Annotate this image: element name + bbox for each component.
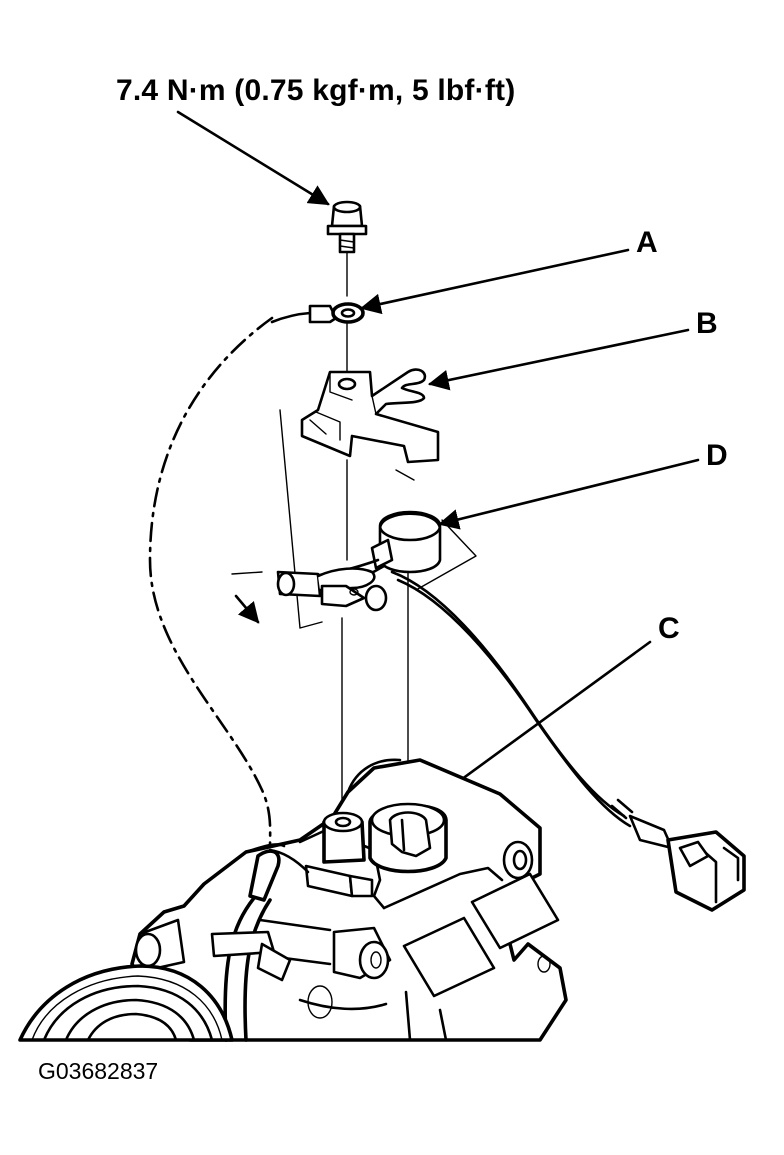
callout-c: C — [658, 612, 680, 645]
torque-leader — [176, 110, 330, 206]
harness-connector — [628, 814, 746, 912]
alignment-lines — [341, 249, 409, 823]
ring-terminal-pair — [276, 567, 388, 612]
sensor-d — [370, 510, 442, 574]
ground-terminal-a — [270, 302, 365, 324]
pulley — [18, 964, 234, 1042]
torque-spec-label: 7.4 N·m (0.75 kgf·m, 5 lbf·ft) — [116, 74, 516, 107]
leader-a — [359, 248, 630, 315]
sensor-lead — [268, 848, 374, 898]
leader-d — [437, 458, 700, 530]
bracket-b — [300, 368, 440, 464]
cable-route-dashdot — [148, 316, 274, 850]
leader-b — [427, 328, 690, 391]
callout-a: A — [636, 226, 658, 259]
callout-d: D — [706, 439, 728, 472]
leader-lines — [176, 110, 700, 870]
compressor-pads — [402, 872, 560, 998]
stud-boss — [322, 811, 366, 864]
callout-b: B — [696, 307, 718, 340]
bolt-icon — [326, 200, 368, 254]
construction-lines — [231, 409, 477, 629]
wire-clip — [210, 849, 292, 1042]
figure-code: G03682837 — [38, 1058, 159, 1084]
socket-c — [368, 802, 448, 874]
